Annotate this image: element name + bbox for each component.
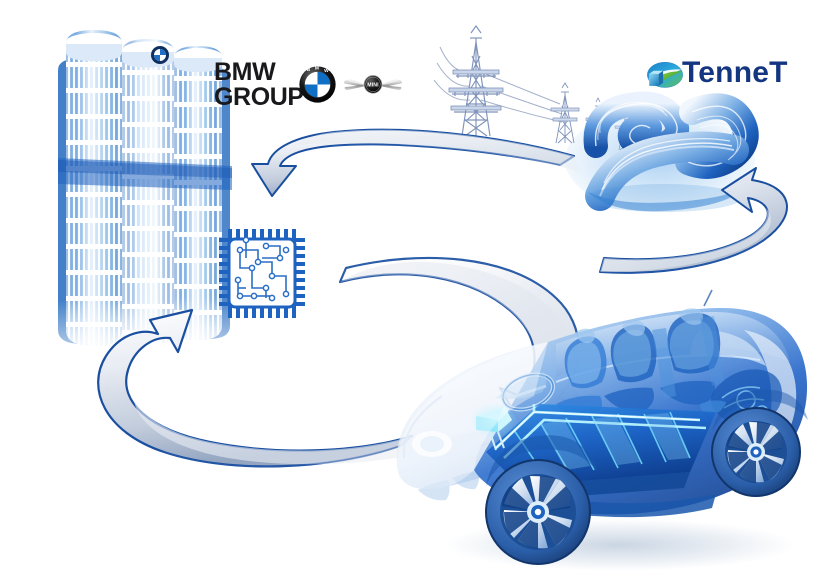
- bmw-four-cylinder-tower: [40, 30, 250, 380]
- front-wheel: [485, 459, 591, 565]
- tennet-mark-logo: [647, 61, 683, 88]
- arrow-grid-to-bmw: [251, 128, 580, 197]
- control-chip-icon: [219, 229, 305, 318]
- svg-text:B: B: [307, 67, 311, 73]
- tennet-headquarters-building: [565, 91, 759, 212]
- electric-vehicle-cutaway: [396, 289, 808, 571]
- arrow-car-to-chip: [97, 308, 576, 468]
- mini-logo: MINI: [344, 75, 402, 94]
- rear-wheel: [711, 407, 801, 497]
- svg-text:W: W: [324, 68, 329, 74]
- bmw-group-wordmark: BMW GROUP: [214, 58, 304, 111]
- arrow-car-to-tennet: [599, 167, 788, 274]
- mini-wordmark: MINI: [367, 82, 379, 88]
- tennet-wordmark: TenneT: [682, 56, 788, 89]
- svg-text:M: M: [315, 66, 319, 71]
